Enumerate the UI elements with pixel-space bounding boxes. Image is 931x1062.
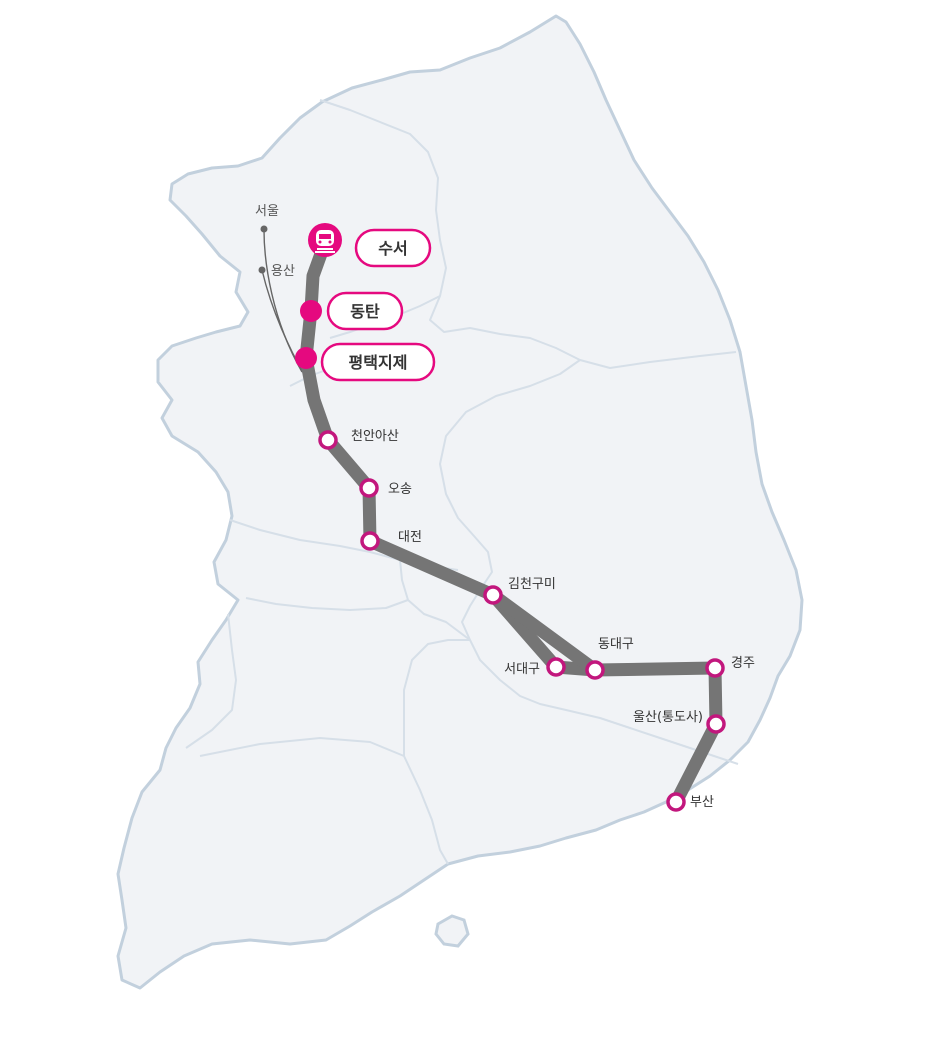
- station-marker: [585, 660, 605, 680]
- station-ulsan[interactable]: 울산(통도사): [633, 710, 726, 734]
- pyeongtaek-label: 평택지제: [349, 353, 408, 372]
- pyeongtaek-pill[interactable]: [320, 342, 436, 382]
- station-label: 동대구: [598, 637, 634, 652]
- province-borders: [185, 99, 739, 865]
- suseo-pill[interactable]: [354, 228, 432, 268]
- station-marker: [546, 657, 566, 677]
- station-marker: [483, 585, 503, 605]
- station-seodaegu[interactable]: 서대구: [504, 657, 566, 677]
- seoul-branch: 서울 용산: [255, 204, 305, 375]
- station-label: 천안아산: [351, 429, 399, 444]
- major-stations: 수서 동탄 평택지제: [295, 223, 436, 382]
- yongsan-label: 용산: [271, 264, 295, 279]
- station-label: 대전: [398, 530, 422, 545]
- station-marker: [705, 658, 725, 678]
- seoul-dot: [260, 225, 268, 233]
- station-busan[interactable]: 부산: [666, 792, 714, 812]
- station-label: 김천구미: [508, 577, 556, 592]
- station-marker: [359, 478, 379, 498]
- station-gimcheon-gumi[interactable]: 김천구미: [483, 577, 556, 605]
- dongtan-marker[interactable]: [300, 300, 322, 322]
- korea-landmass: [116, 14, 804, 990]
- station-label: 경주: [731, 656, 755, 671]
- island: [434, 914, 470, 948]
- route-dongdaegu-spur: [486, 588, 602, 677]
- train-icon: [315, 230, 335, 253]
- station-label: 부산: [690, 795, 714, 810]
- station-label: 서대구: [504, 662, 540, 677]
- station-label: 울산(통도사): [633, 710, 703, 725]
- station-daejeon[interactable]: 대전: [360, 530, 422, 551]
- station-marker: [318, 430, 338, 450]
- station-marker: [360, 531, 380, 551]
- pyeongtaek-marker[interactable]: [295, 347, 317, 369]
- station-gyeongju[interactable]: 경주: [705, 656, 755, 678]
- minor-stations: 천안아산 오송 대전 김천구미 서대구 동대구 경주 울산(통도사): [318, 429, 755, 812]
- suseo-label: 수서: [378, 239, 407, 258]
- dongtan-pill[interactable]: [326, 291, 404, 331]
- station-osong[interactable]: 오송: [359, 478, 412, 498]
- station-dongdaegu[interactable]: 동대구: [585, 637, 634, 680]
- station-marker: [706, 714, 726, 734]
- seoul-label: 서울: [255, 204, 279, 219]
- station-label: 오송: [388, 482, 412, 497]
- yongsan-dot: [258, 266, 266, 274]
- station-cheonan-asan[interactable]: 천안아산: [318, 429, 399, 450]
- station-marker: [666, 792, 686, 812]
- dongtan-label: 동탄: [350, 302, 380, 321]
